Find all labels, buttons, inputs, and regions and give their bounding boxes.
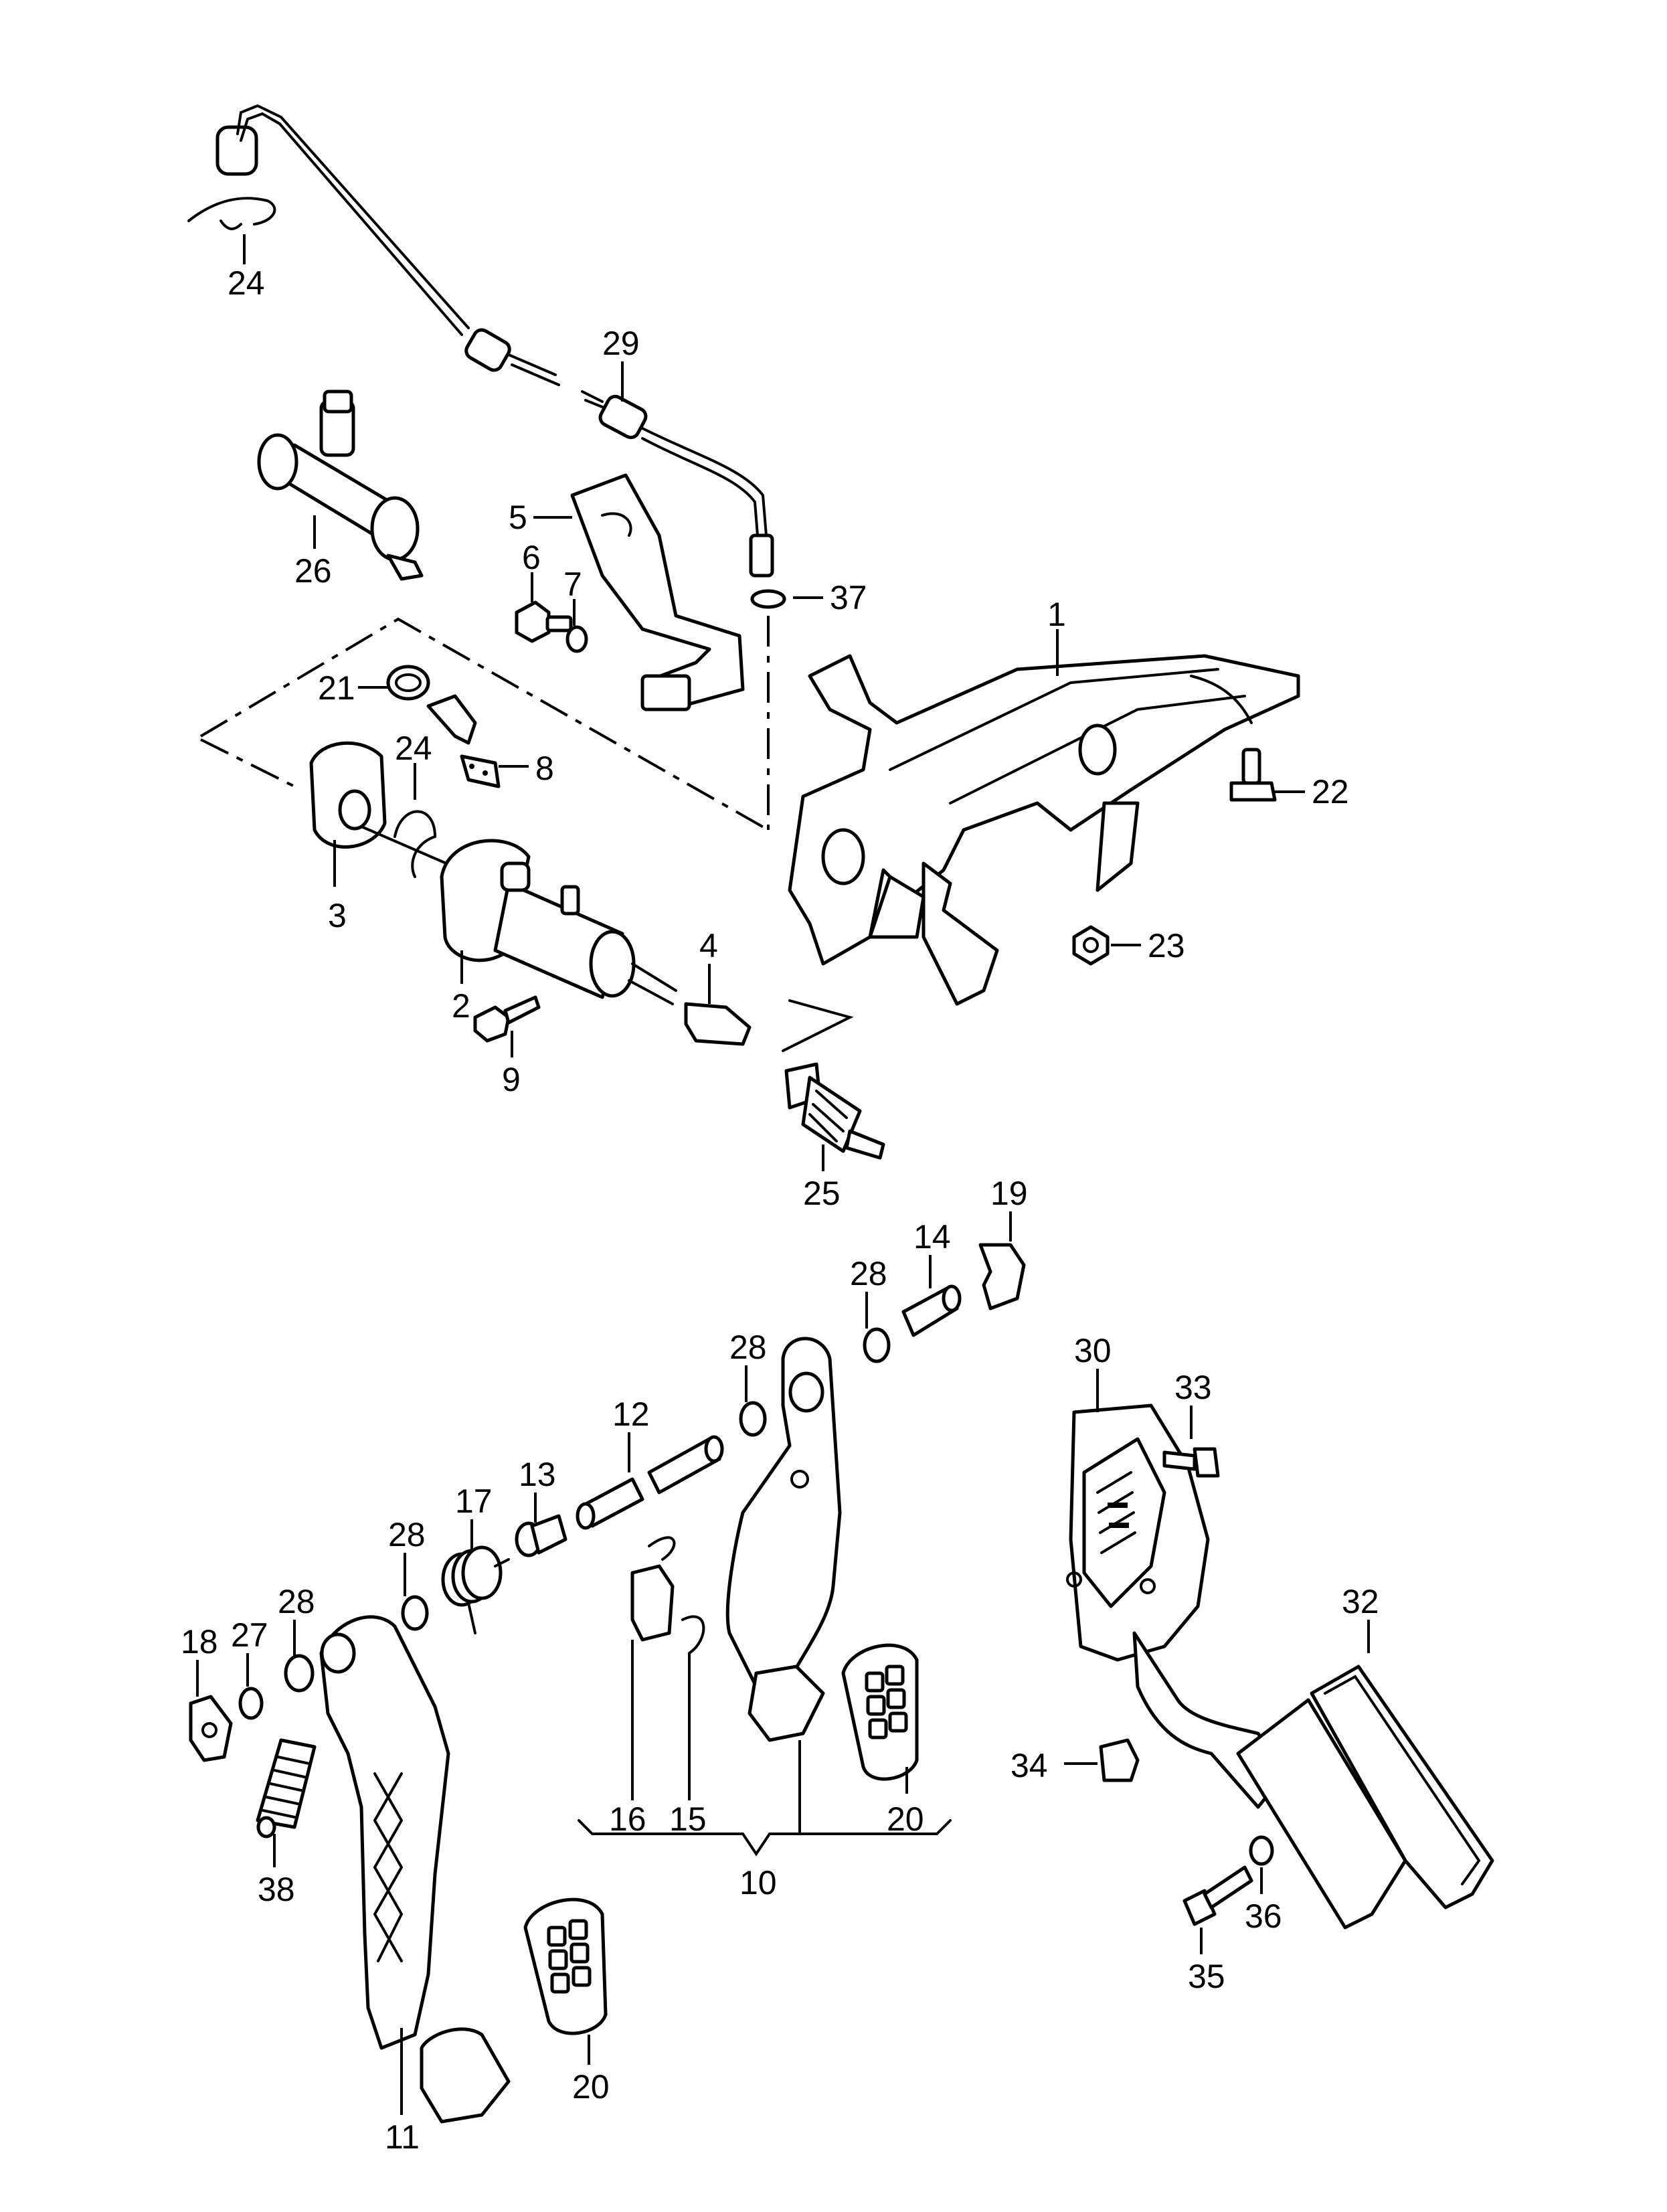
part-38-spring xyxy=(256,1738,317,1867)
part-2-master-cylinder xyxy=(360,825,677,1005)
part-16-clip xyxy=(630,1536,676,1800)
callout-20b: 20 xyxy=(572,2068,610,2106)
callout-4: 4 xyxy=(699,927,718,964)
dashed-group-outline xyxy=(199,616,770,831)
part-32-accelerator-pedal xyxy=(1132,1620,1494,1930)
part-22-bolt xyxy=(1229,748,1305,802)
callout-6: 6 xyxy=(522,539,541,576)
callout-28a: 28 xyxy=(850,1255,887,1292)
part-9-bolt xyxy=(473,995,541,1057)
part-25-switch xyxy=(782,999,885,1171)
part-28-washer-a xyxy=(863,1292,891,1363)
callout-5: 5 xyxy=(509,499,527,536)
part-24-clip-mid xyxy=(393,763,437,878)
callout-15: 15 xyxy=(669,1800,707,1838)
part-34-bump-stop xyxy=(1064,1738,1140,1782)
callout-24: 24 xyxy=(228,264,265,302)
callout-3: 3 xyxy=(328,897,347,934)
part-26-connector xyxy=(257,390,424,581)
part-37-washer xyxy=(750,589,823,609)
part-6-bolt xyxy=(515,572,573,643)
part-24-clip-top xyxy=(187,125,276,264)
part-1-pedal-frame xyxy=(788,629,1300,1006)
part-29-hydraulic-line xyxy=(236,104,774,578)
callout-9: 9 xyxy=(502,1061,521,1098)
part-20-pad-brake xyxy=(841,1643,919,1794)
part-10-brake-pedal xyxy=(725,1337,842,1834)
part-14-bushing xyxy=(901,1255,962,1337)
callout-14: 14 xyxy=(913,1218,951,1256)
part-28-washer-b xyxy=(739,1365,767,1437)
callout-10: 10 xyxy=(739,1864,777,1901)
part-11-clutch-pedal xyxy=(319,1615,511,2124)
callout-34: 34 xyxy=(1011,1747,1048,1784)
callout-19: 19 xyxy=(990,1175,1028,1212)
callout-2: 2 xyxy=(452,987,470,1025)
callout-7: 7 xyxy=(563,566,582,603)
part-27-washer xyxy=(238,1653,264,1720)
part-35-screw xyxy=(1182,1865,1253,1954)
part-30-throttle-module xyxy=(1066,1369,1210,1662)
callout-1: 1 xyxy=(1047,596,1066,633)
callout-8: 8 xyxy=(535,750,554,787)
callout-28b: 28 xyxy=(729,1329,767,1366)
part-13-bushing xyxy=(515,1493,567,1557)
part-28-washer-d xyxy=(284,1620,315,1693)
callout-37: 37 xyxy=(830,579,867,616)
callout-20a: 20 xyxy=(887,1800,924,1838)
part-21-hose-clamp xyxy=(358,665,430,701)
callout-21: 21 xyxy=(318,669,355,707)
callout-29: 29 xyxy=(602,325,640,362)
part-4-clip xyxy=(684,964,752,1046)
callout-38: 38 xyxy=(258,1871,295,1908)
callout-26: 26 xyxy=(294,552,332,590)
group-10-bracket xyxy=(578,1819,952,1857)
part-36-washer xyxy=(1249,1835,1274,1894)
callout-30: 30 xyxy=(1074,1332,1112,1369)
callout-24b: 24 xyxy=(395,730,432,767)
part-19-clip xyxy=(978,1211,1026,1310)
part-33-bolt xyxy=(1162,1406,1220,1478)
callout-36: 36 xyxy=(1245,1897,1282,1935)
part-8-cable-tie xyxy=(426,694,529,788)
callout-22: 22 xyxy=(1312,773,1349,811)
callout-33: 33 xyxy=(1174,1369,1212,1406)
callout-17: 17 xyxy=(455,1482,493,1520)
part-3-gasket xyxy=(309,741,387,887)
callout-28c: 28 xyxy=(388,1516,426,1553)
callout-28d: 28 xyxy=(278,1583,315,1620)
part-15-clip xyxy=(681,1615,705,1800)
callout-12: 12 xyxy=(612,1395,650,1433)
part-5-bracket xyxy=(533,473,745,711)
part-12-pins xyxy=(576,1432,724,1530)
part-18-plate xyxy=(189,1660,233,1762)
part-7-washer xyxy=(565,599,588,653)
part-20-pad-clutch xyxy=(523,1897,608,2065)
callout-13: 13 xyxy=(519,1456,556,1493)
callout-35: 35 xyxy=(1188,1958,1225,1995)
part-17-spring xyxy=(441,1519,510,1634)
callout-27: 27 xyxy=(231,1616,268,1654)
callout-32: 32 xyxy=(1342,1583,1379,1620)
callout-labels: 24 29 26 5 6 7 37 1 21 24 8 22 3 2 4 23 … xyxy=(181,264,1379,2156)
callout-11: 11 xyxy=(385,2118,420,2156)
part-28-washer-c xyxy=(401,1553,429,1631)
callout-18: 18 xyxy=(181,1623,218,1661)
callout-16: 16 xyxy=(609,1800,646,1838)
part-23-nut xyxy=(1072,925,1141,966)
callout-25: 25 xyxy=(803,1175,841,1212)
callout-23: 23 xyxy=(1148,927,1185,964)
